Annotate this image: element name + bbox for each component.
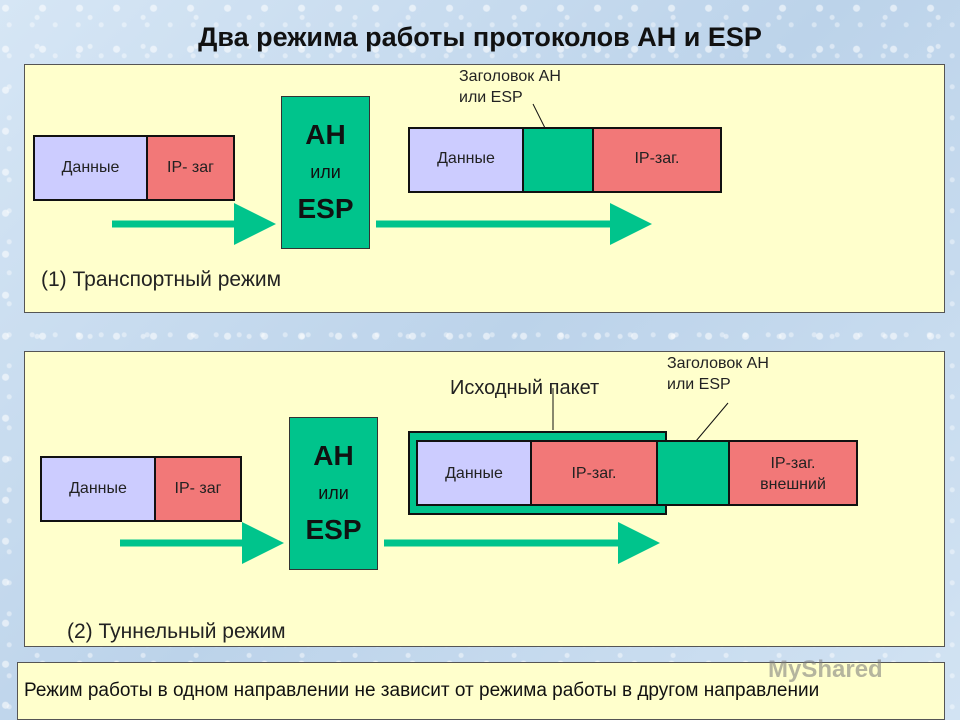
- transport-ah-esp-block: AH или ESP: [281, 96, 370, 249]
- transport-original-data: Данные: [33, 135, 148, 201]
- footer-statement: Режим работы в одном направлении не зави…: [17, 662, 945, 720]
- tunnel-note-line1: Заголовок АН: [667, 355, 769, 372]
- tunnel-result-ah-esp-header: [656, 440, 730, 506]
- transport-result-ip-header: IP-заг.: [592, 127, 722, 193]
- tunnel-proto-top: AH: [313, 440, 354, 472]
- outer-ip-line2: внешний: [760, 475, 826, 493]
- page-title: Два режима работы протоколов АН и ESP: [198, 22, 762, 52]
- tunnel-outer-ip-header: IP-заг. внешний: [728, 440, 858, 506]
- tunnel-original-data: Данные: [40, 456, 156, 522]
- tunnel-mode-label: (2) Туннельный режим: [67, 620, 286, 643]
- transport-mode-panel: Данные IP- заг AH или ESP Заголовок АН и…: [24, 64, 945, 313]
- tunnel-ah-esp-block: AH или ESP: [289, 417, 378, 570]
- transport-proto-mid: или: [310, 162, 341, 183]
- tunnel-header-note: Заголовок АН или ESP: [667, 354, 769, 396]
- tunnel-proto-mid: или: [318, 483, 349, 504]
- outer-ip-line1: IP-заг.: [770, 455, 816, 472]
- watermark: MyShared: [768, 656, 883, 683]
- transport-original-ip-header: IP- заг: [146, 135, 235, 201]
- transport-proto-bottom: ESP: [297, 192, 354, 224]
- transport-result-data: Данные: [408, 127, 524, 193]
- tunnel-result-data: Данные: [416, 440, 532, 506]
- transport-mode-label: (1) Транспортный режим: [41, 268, 282, 291]
- transport-note-line1: Заголовок АН: [459, 68, 561, 85]
- tunnel-result-ip-header: IP-заг.: [530, 440, 658, 506]
- tunnel-original-ip-header: IP- заг: [154, 456, 242, 522]
- source-packet-label: Исходный пакет: [450, 377, 600, 399]
- tunnel-proto-bottom: ESP: [305, 513, 362, 545]
- tunnel-note-line2: или ESP: [667, 375, 731, 393]
- transport-header-note: Заголовок АН или ESP: [459, 67, 561, 109]
- transport-note-line2: или ESP: [459, 88, 523, 106]
- transport-result-ah-esp-header: [522, 127, 594, 193]
- tunnel-mode-panel: Данные IP- заг AH или ESP Заголовок АН и…: [24, 351, 945, 647]
- transport-proto-top: AH: [305, 119, 346, 151]
